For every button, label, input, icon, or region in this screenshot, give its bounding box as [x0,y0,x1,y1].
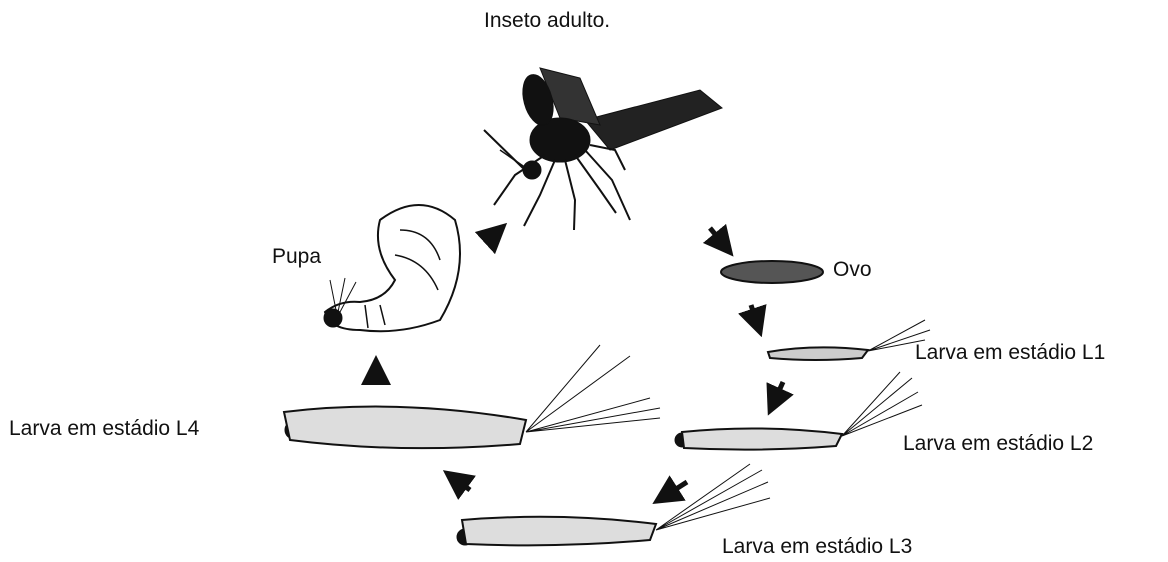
larva-l2-illustration [675,372,922,450]
pupa-illustration [324,205,460,331]
arrow-pupa-to-adult [485,233,496,243]
arrow-adult-to-egg [710,228,724,245]
larva-l1-illustration [768,320,930,360]
adult-mosquito-illustration [484,68,722,230]
arrow-l2-to-l3 [665,482,687,496]
arrow-l1-to-l2 [774,382,783,402]
arrow-l3-to-l4 [455,479,470,490]
larva-l4-illustration [284,345,660,448]
arrow-egg-to-l1 [751,305,757,323]
larva-l3-illustration [457,464,770,545]
egg-illustration [721,261,823,283]
